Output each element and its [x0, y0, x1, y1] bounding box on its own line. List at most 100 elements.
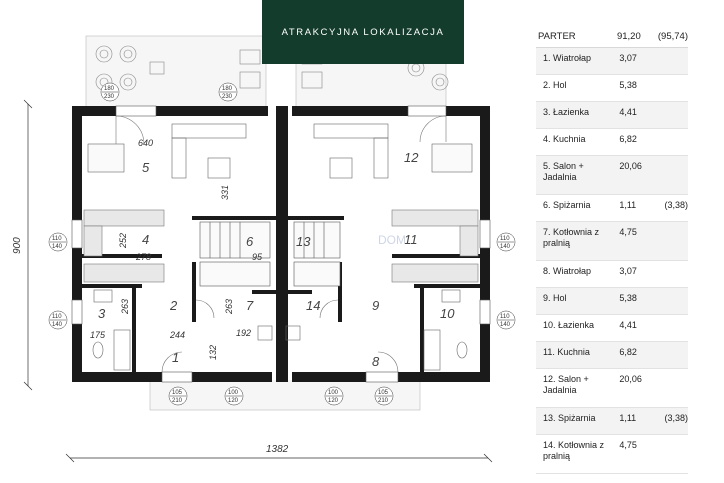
room-area: 4,75: [619, 227, 637, 237]
room-number: 11: [404, 232, 418, 247]
room-area: 1,11: [619, 200, 637, 210]
window-h: 230: [222, 94, 233, 100]
window-w: 100: [328, 390, 339, 396]
window-h: 120: [328, 398, 339, 404]
window-w: 105: [172, 390, 183, 396]
room-name: 8. Wiatrołap: [543, 266, 592, 276]
table-row: 5. Salon + Jadalnia 20,06: [536, 156, 688, 195]
room-area: 4,41: [619, 320, 637, 330]
bathroom-fixtures: [92, 289, 468, 371]
window-w: 110: [52, 236, 62, 242]
room-area: 6,82: [619, 347, 637, 357]
window-h: 230: [104, 94, 115, 100]
table-row: 12. Salon + Jadalnia 20,06: [536, 369, 688, 408]
dimension-label: 132: [208, 345, 218, 360]
table-row: 1. Wiatrołap 3,07: [536, 48, 688, 75]
room-area-alt: (3,38): [664, 200, 688, 210]
room-area-alt: [656, 288, 688, 314]
room-name: 12. Salon + Jadalnia: [543, 374, 589, 395]
stairs: [199, 221, 341, 287]
table-header: PARTER 91,20 (95,74): [536, 26, 688, 48]
room-area-alt: [656, 75, 688, 101]
dimension-label: 175: [90, 330, 106, 340]
window-h: 140: [500, 244, 511, 250]
window-w: 110: [52, 314, 62, 320]
room-area-alt: [656, 369, 688, 407]
dimension-lines: [23, 99, 493, 463]
room-area-alt: [656, 129, 688, 155]
table-row: 14. Kotłownia z pralnią 4,75: [536, 435, 688, 474]
wall-windows: [71, 105, 491, 383]
room-area-alt: [656, 315, 688, 341]
table-row: 7. Kotłownia z pralnią 4,75: [536, 222, 688, 261]
room-number: 13: [296, 234, 311, 249]
room-number: 10: [440, 306, 455, 321]
window-h: 120: [228, 398, 239, 404]
window-w: 110: [500, 236, 510, 242]
window-h: 140: [500, 322, 511, 328]
room-number: 3: [98, 306, 106, 321]
room-number: 2: [169, 298, 178, 313]
room-name: 5. Salon + Jadalnia: [543, 161, 584, 182]
room-area-alt: [656, 102, 688, 128]
header-area-alt: (95,74): [657, 31, 688, 42]
room-name: 14. Kotłownia z pralnią: [543, 440, 605, 461]
room-area: 20,06: [619, 161, 642, 171]
kitchen-counters: [83, 209, 479, 283]
table-row: 4. Kuchnia 6,82: [536, 129, 688, 156]
room-area-alt: [656, 48, 688, 74]
window-h: 140: [52, 244, 63, 250]
room-area: 3,07: [619, 53, 637, 63]
room-number: 7: [246, 298, 254, 313]
room-name: 13. Spiżarnia: [543, 413, 596, 423]
room-area: 4,75: [619, 440, 637, 450]
window-h: 210: [172, 398, 183, 404]
window-w: 110: [500, 314, 510, 320]
header-area: 91,20: [616, 31, 641, 42]
room-number: 5: [142, 160, 150, 175]
room-name: 1. Wiatrołap: [543, 53, 592, 63]
dimension-label: 263: [120, 299, 130, 315]
table-row: 8. Wiatrołap 3,07: [536, 261, 688, 288]
room-name: 7. Kotłownia z pralnią: [543, 227, 600, 248]
room-name: 2. Hol: [543, 80, 567, 90]
room-area: 1,11: [619, 413, 637, 423]
total-height-label: 900: [12, 237, 23, 254]
room-name: 4. Kuchnia: [543, 134, 586, 144]
window-w: 180: [222, 86, 233, 92]
room-name: 3. Łazienka: [543, 107, 590, 117]
area-table: PARTER 91,20 (95,74) 1. Wiatrołap 3,07 2.…: [536, 26, 688, 474]
room-area-alt: (3,38): [664, 413, 688, 423]
room-area: 6,82: [619, 134, 637, 144]
dimension-label: 95: [252, 252, 263, 262]
door-swings: [115, 115, 447, 373]
room-area: 20,06: [619, 374, 642, 384]
dimension-label: 244: [169, 330, 185, 340]
room-area: 5,38: [619, 293, 637, 303]
room-number: 1: [172, 350, 179, 365]
dimension-label: 640: [138, 138, 153, 148]
room-name: 11. Kuchnia: [543, 347, 590, 357]
window-w: 100: [228, 390, 239, 396]
room-number: 8: [372, 354, 380, 369]
room-area-alt: [656, 222, 688, 260]
window-labels: 180 230 180 230 110 140 110 140 110 140 …: [48, 82, 516, 406]
room-area: 4,41: [619, 107, 637, 117]
dimension-label: 263: [224, 299, 234, 315]
living-furniture: [87, 123, 473, 179]
dimension-label: 192: [236, 328, 251, 338]
watermark: DOM: [378, 233, 406, 247]
room-number: 12: [404, 150, 419, 165]
dimension-label: 331: [220, 185, 230, 200]
room-number: 6: [246, 234, 254, 249]
room-number: 4: [142, 232, 149, 247]
room-area-alt: [656, 435, 688, 473]
room-area: 3,07: [619, 266, 637, 276]
location-banner: ATRAKCYJNA LOKALIZACJA: [262, 0, 464, 64]
room-area-alt: [656, 342, 688, 368]
dimension-label: 278: [135, 252, 151, 262]
